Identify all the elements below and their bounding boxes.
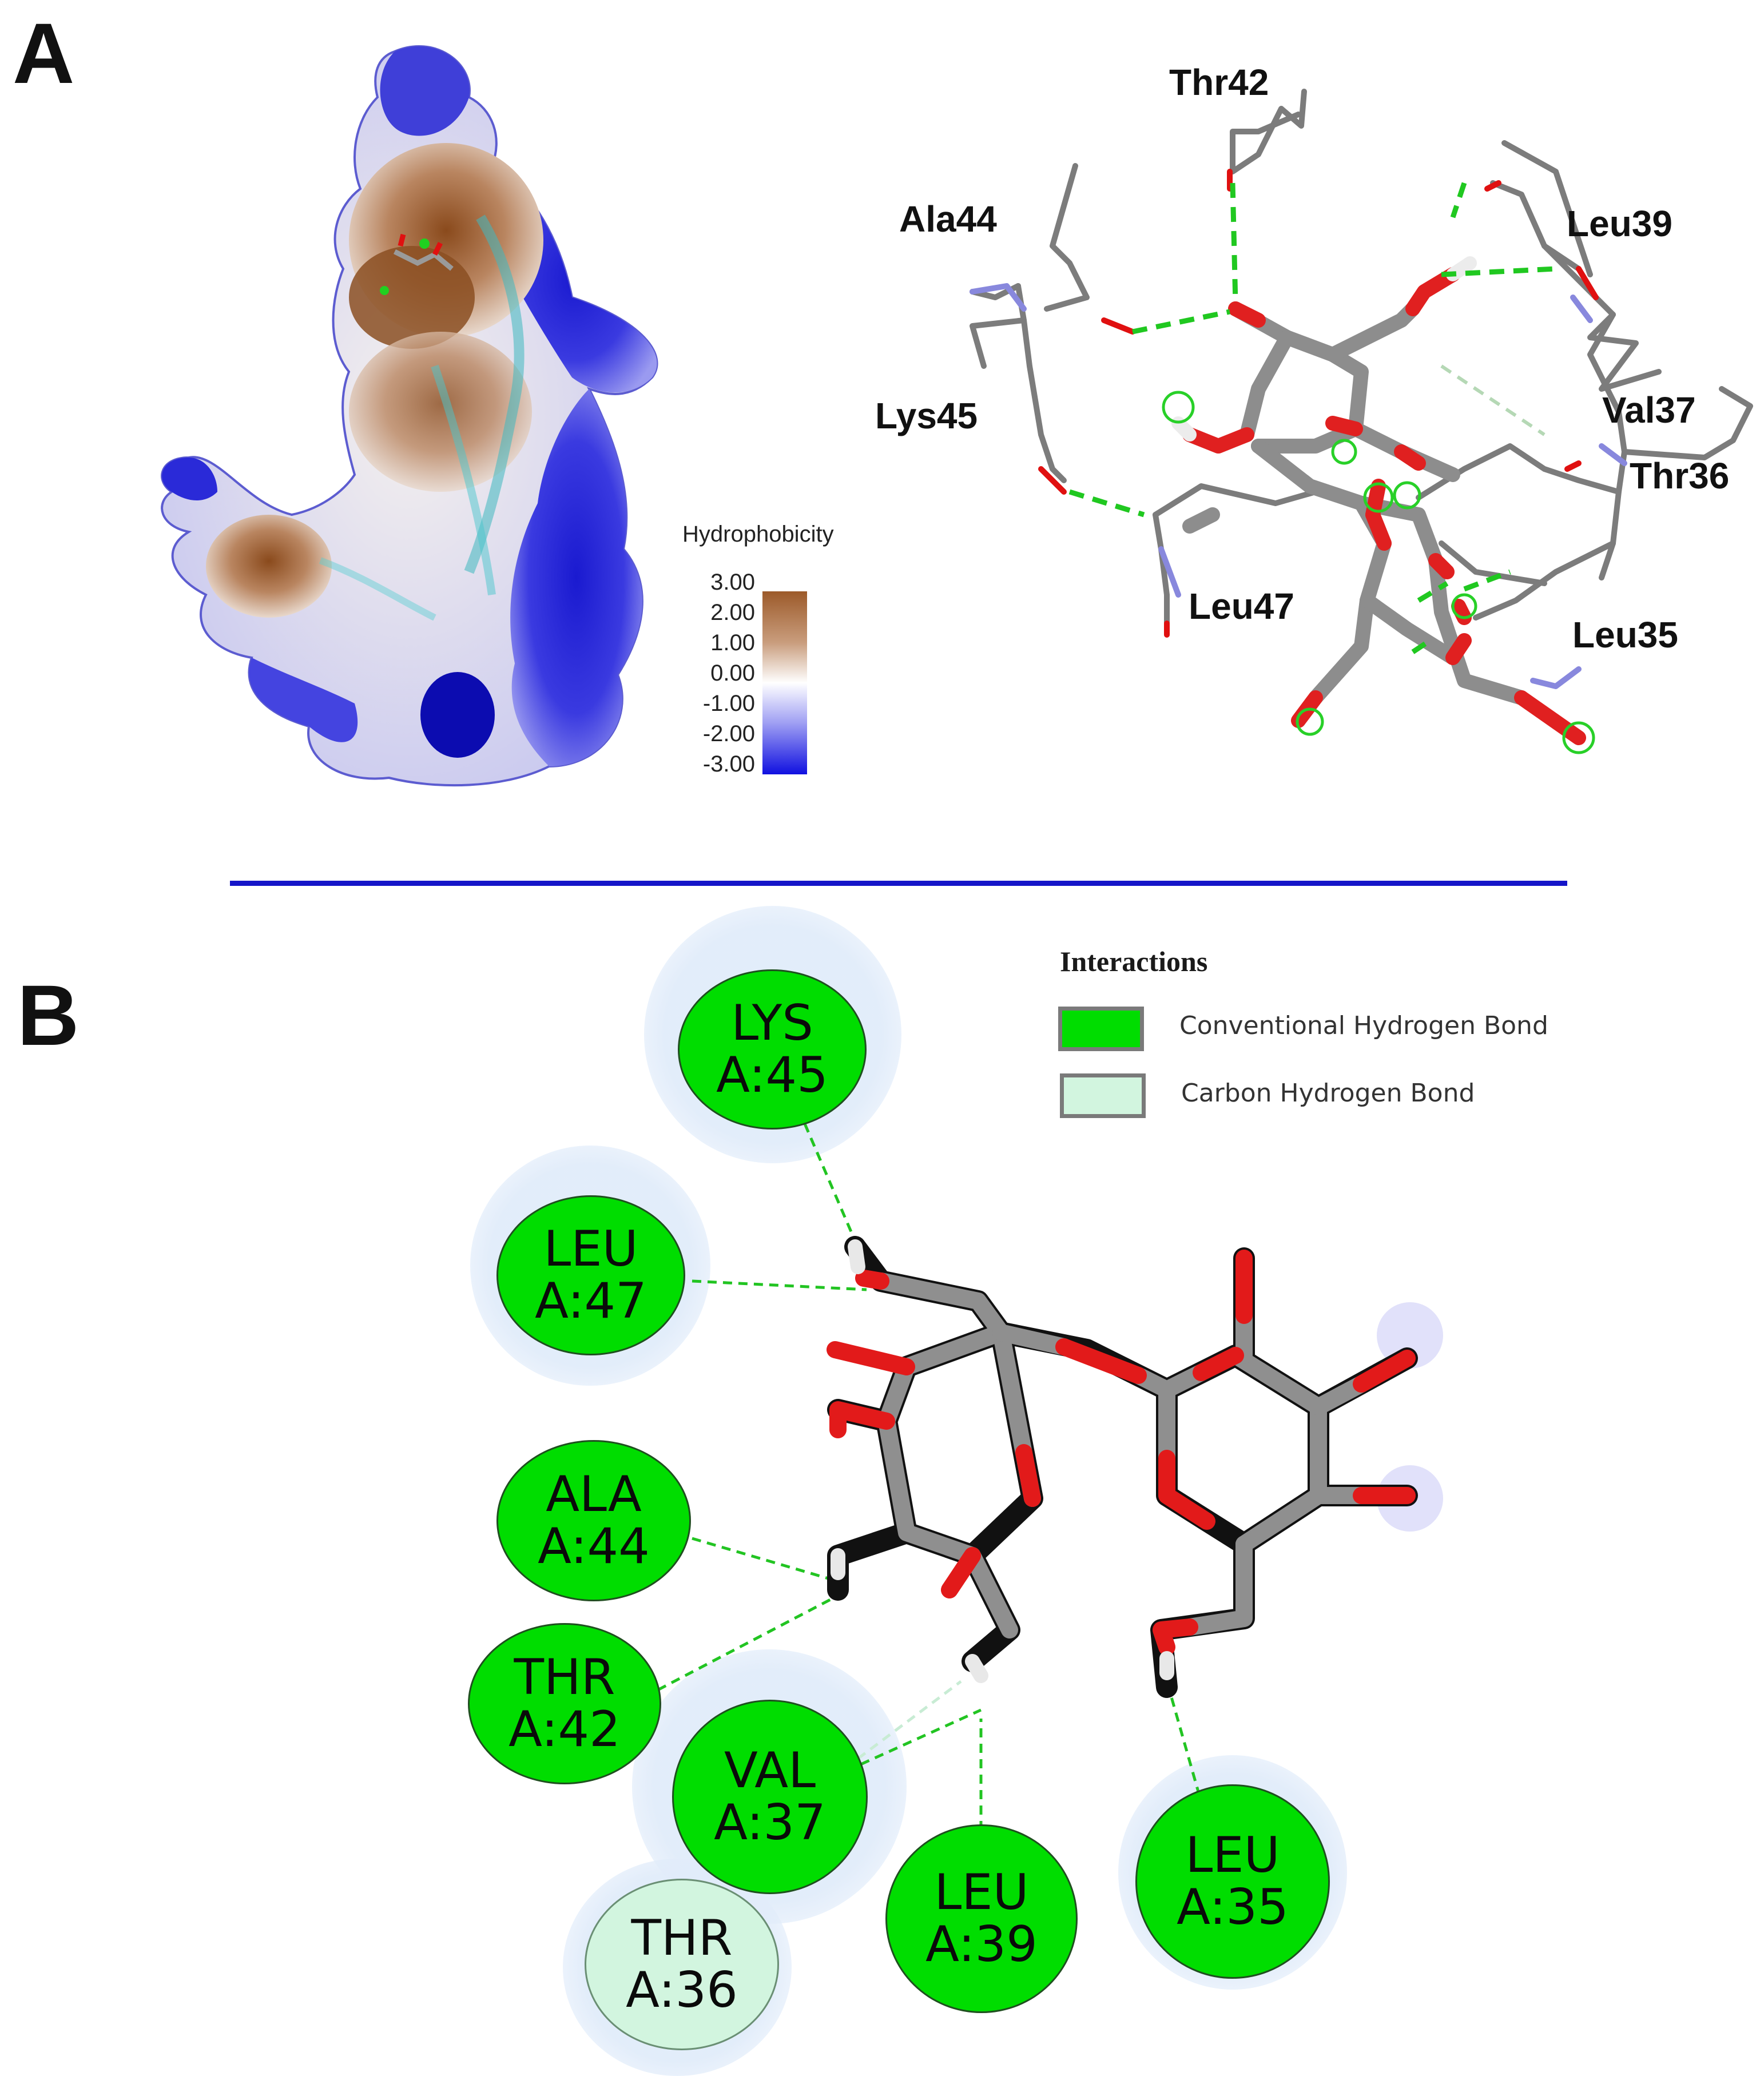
scale-tick-2: 2.00 xyxy=(710,600,755,625)
label-thr36: Thr36 xyxy=(1630,455,1730,496)
hydrophobicity-scale-title: Hydrophobicity xyxy=(682,522,834,547)
scale-tick-1: 1.00 xyxy=(710,630,755,655)
residue-leu39-id: A:39 xyxy=(925,1916,1038,1973)
scale-tick-minus-2: -2.00 xyxy=(702,721,755,746)
legend-title: Interactions xyxy=(1060,945,1208,977)
scale-tick-minus-3: -3.00 xyxy=(702,751,755,777)
residue-val37: VAL A:37 xyxy=(672,1700,868,1894)
residue-thr36-name: THR xyxy=(631,1909,733,1967)
residue-leu47: LEU A:47 xyxy=(496,1195,685,1355)
residue-ala44: ALA A:44 xyxy=(496,1440,691,1601)
hydrophobicity-colorbar xyxy=(762,591,807,774)
label-leu47: Leu47 xyxy=(1189,586,1294,627)
scale-tick-3: 3.00 xyxy=(710,570,755,595)
panel-divider xyxy=(230,881,1567,886)
residue-leu35-id: A:35 xyxy=(1177,1879,1289,1936)
residue-lys45-name: LYS xyxy=(731,994,813,1052)
residue-ala44-id: A:44 xyxy=(538,1518,650,1575)
residue-thr36-id: A:36 xyxy=(626,1962,738,2019)
residue-thr42-name: THR xyxy=(514,1648,615,1706)
scale-tick-minus-1: -1.00 xyxy=(702,691,755,716)
legend-label-conventional: Conventional Hydrogen Bond xyxy=(1179,1011,1548,1040)
residue-thr36: THR A:36 xyxy=(585,1879,779,2050)
label-thr42: Thr42 xyxy=(1169,62,1269,103)
label-leu35: Leu35 xyxy=(1572,614,1678,655)
residue-leu39-name: LEU xyxy=(934,1863,1029,1921)
panel-b-letter: B xyxy=(17,967,80,1063)
label-ala44: Ala44 xyxy=(899,198,997,240)
residue-lys45-id: A:45 xyxy=(716,1047,828,1104)
residue-val37-name: VAL xyxy=(724,1741,816,1799)
residue-leu35-name: LEU xyxy=(1185,1826,1280,1884)
scale-tick-0: 0.00 xyxy=(710,661,755,686)
residue-thr42: THR A:42 xyxy=(468,1623,661,1784)
label-lys45: Lys45 xyxy=(875,395,978,436)
legend-swatch-carbon xyxy=(1060,1073,1146,1118)
residue-thr42-id: A:42 xyxy=(508,1701,621,1758)
residue-ala44-name: ALA xyxy=(546,1465,642,1523)
label-val37: Val37 xyxy=(1602,389,1696,431)
legend-swatch-conventional xyxy=(1058,1007,1144,1051)
residue-leu35: LEU A:35 xyxy=(1135,1784,1330,1979)
residue-leu47-name: LEU xyxy=(543,1220,638,1278)
panel-a-letter: A xyxy=(13,5,75,101)
residue-val37-id: A:37 xyxy=(714,1794,826,1851)
residue-leu47-id: A:47 xyxy=(535,1272,647,1330)
residue-lys45: LYS A:45 xyxy=(678,969,867,1130)
legend-label-carbon: Carbon Hydrogen Bond xyxy=(1181,1079,1475,1108)
label-leu39: Leu39 xyxy=(1567,203,1672,244)
residue-leu39: LEU A:39 xyxy=(885,1824,1078,2013)
